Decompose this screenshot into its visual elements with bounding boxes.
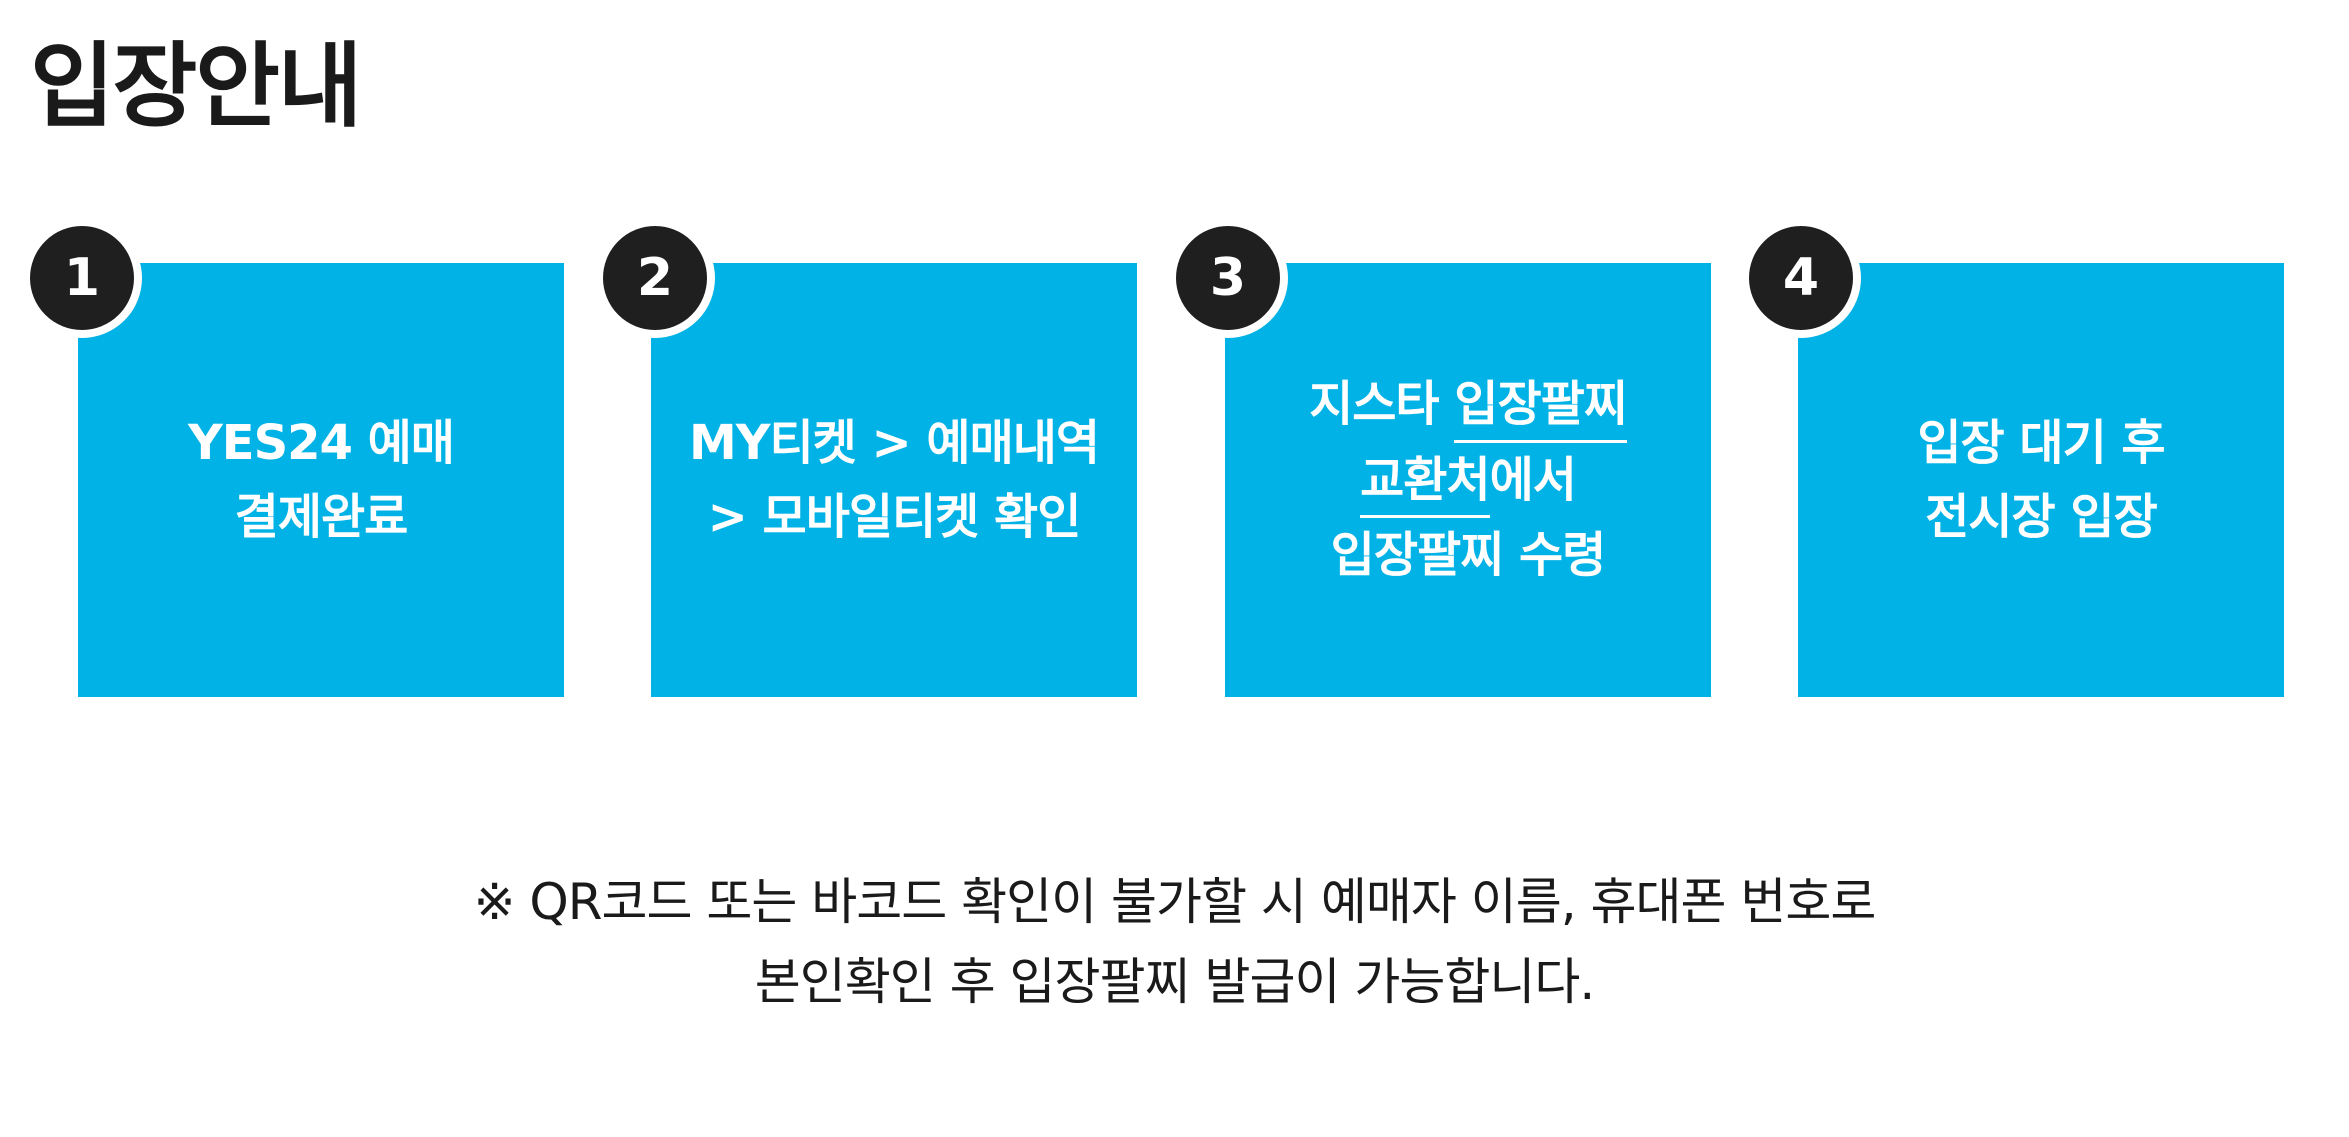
notice-line-2: 본인확인 후 입장팔찌 발급이 가능합니다. xyxy=(754,953,1595,1011)
step-3-line-1-underlined: 입장팔찌 xyxy=(1454,373,1628,443)
step-1-badge: 1 xyxy=(22,218,142,338)
step-card-4: 입장 대기 후 전시장 입장 xyxy=(1798,263,2284,697)
step-2-badge: 2 xyxy=(595,218,715,338)
step-3-line-1-plain: 지스타 xyxy=(1309,376,1455,433)
step-card-2: MY티켓 > 예매내역 > 모바일티켓 확인 xyxy=(651,263,1137,697)
step-card-3: 지스타 입장팔찌 교환처에서 입장팔찌 수령 xyxy=(1225,263,1711,697)
step-4-text: 입장 대기 후 전시장 입장 xyxy=(1917,406,2165,555)
step-2-line-1: MY티켓 > 예매내역 xyxy=(688,414,1100,471)
notice-line-1: ※ QR코드 또는 바코드 확인이 불가할 시 예매자 이름, 휴대폰 번호로 xyxy=(473,873,1877,931)
step-1-line-1: YES24 예매 xyxy=(188,414,455,471)
step-4-line-2: 전시장 입장 xyxy=(1925,489,2158,545)
step-1-text: YES24 예매 결제완료 xyxy=(188,406,455,555)
page-title: 입장안내 xyxy=(30,33,363,140)
step-3-line-2-underlined: 교환처 xyxy=(1360,449,1491,519)
notice-text: ※ QR코드 또는 바코드 확인이 불가할 시 예매자 이름, 휴대폰 번호로 … xyxy=(0,862,2349,1022)
step-3-badge: 3 xyxy=(1168,218,1288,338)
step-1-line-2: 결제완료 xyxy=(234,489,409,545)
step-4-badge: 4 xyxy=(1741,218,1861,338)
step-3-line-1: 지스타 입장팔찌 xyxy=(1309,367,1628,443)
step-card-1: YES24 예매 결제완료 xyxy=(78,263,564,697)
step-2-text: MY티켓 > 예매내역 > 모바일티켓 확인 xyxy=(688,406,1100,555)
step-2-line-2: > 모바일티켓 확인 xyxy=(707,489,1082,545)
step-3-line-2-plain: 에서 xyxy=(1489,451,1577,508)
step-3-line-3: 입장팔찌 수령 xyxy=(1330,527,1607,584)
step-4-line-1: 입장 대기 후 xyxy=(1917,414,2165,471)
step-3-text: 지스타 입장팔찌 교환처에서 입장팔찌 수령 xyxy=(1309,367,1628,592)
step-3-line-2: 교환처에서 xyxy=(1309,443,1627,519)
steps-row: YES24 예매 결제완료 1 MY티켓 > 예매내역 > 모바일티켓 확인 2… xyxy=(22,218,2284,697)
